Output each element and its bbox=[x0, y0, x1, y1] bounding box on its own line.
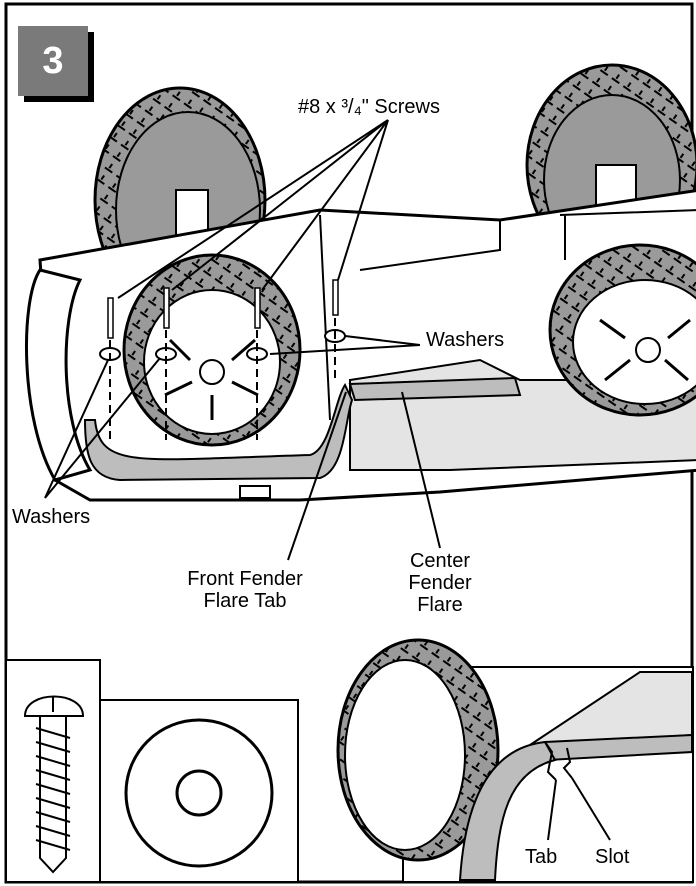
alignment-dashes bbox=[109, 318, 336, 440]
slot-label: Slot bbox=[595, 846, 630, 868]
front-fender-flare-tab-line-2: Flare Tab bbox=[203, 590, 287, 612]
center-fender-flare-line-2: Fender bbox=[408, 572, 472, 594]
screw-front-3 bbox=[254, 287, 261, 329]
center-flare-leader-line bbox=[401, 391, 441, 549]
screws-label: #8 x ³/₄" Screws bbox=[298, 96, 440, 118]
tab-label: Tab bbox=[525, 846, 558, 868]
step-number-badge: 3 bbox=[18, 26, 88, 96]
front-fender-flare-tab-line-1: Front Fender bbox=[187, 568, 303, 590]
washers-left-leader-lines bbox=[44, 357, 161, 499]
washers-right-leader-lines bbox=[269, 335, 421, 355]
tab-slot-detail-box bbox=[336, 638, 694, 883]
center-fender-flare-part bbox=[348, 376, 522, 402]
screw-rear bbox=[332, 279, 339, 316]
washers-label-left: Washers bbox=[12, 506, 91, 528]
center-fender-flare-label: Center Fender Flare bbox=[385, 550, 495, 616]
screw-front-1 bbox=[107, 297, 114, 339]
tab-leader-line bbox=[287, 391, 347, 561]
front-right-wheel bbox=[548, 243, 696, 417]
screws-leader-lines bbox=[117, 119, 389, 299]
center-fender-flare-line-3: Flare bbox=[417, 594, 463, 616]
screw-detail-box bbox=[5, 659, 101, 883]
front-fender-flare-part bbox=[83, 382, 354, 482]
center-fender-flare-line-1: Center bbox=[409, 550, 471, 572]
front-left-wheel bbox=[122, 253, 302, 447]
washers-label-right: Washers bbox=[426, 329, 505, 351]
washer-detail-box bbox=[99, 699, 299, 883]
front-fender-flare-tab-label: Front Fender Flare Tab bbox=[155, 568, 335, 612]
screw-front-2 bbox=[163, 287, 170, 329]
